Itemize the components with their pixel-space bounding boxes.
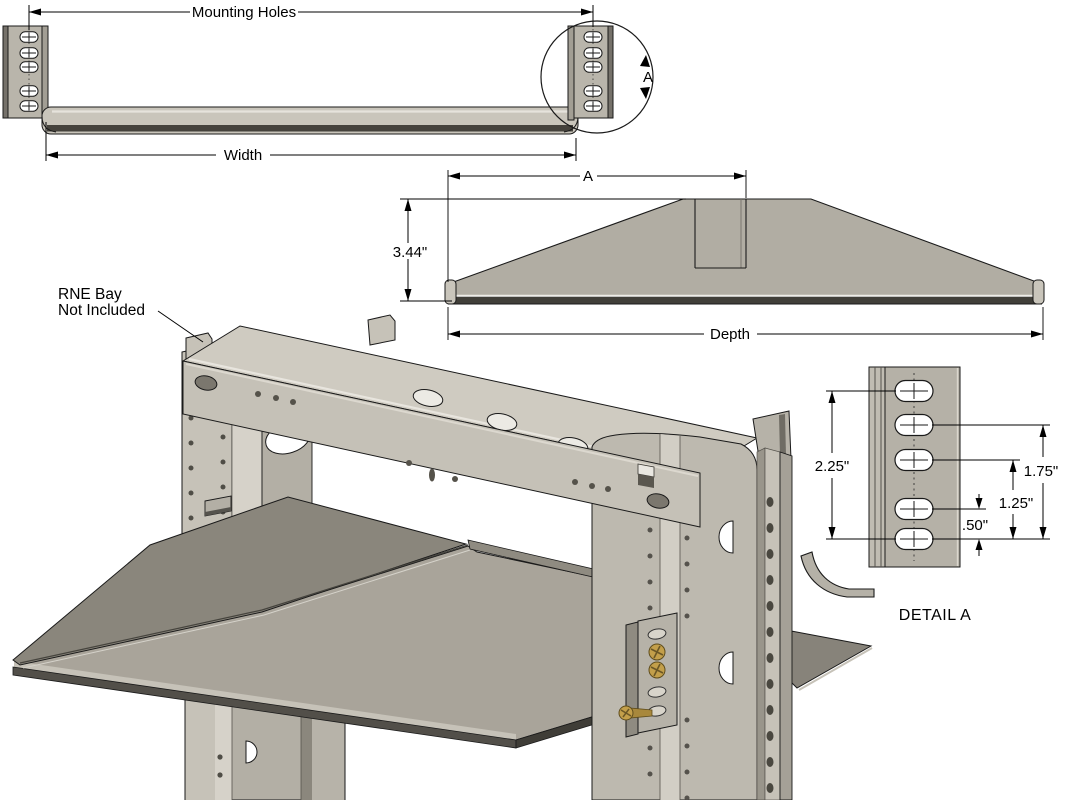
detail-extension-lines xyxy=(826,390,1050,540)
rail-front-holes xyxy=(255,391,611,492)
rne-leader-line xyxy=(157,310,204,343)
shelf-3d xyxy=(12,496,629,749)
profile-height-label: 3.44" xyxy=(393,244,428,261)
mounting-screw xyxy=(648,643,666,661)
detail-callout: A xyxy=(540,20,654,134)
detail-shelf-flange-curve xyxy=(800,551,875,598)
detail-a-bracket xyxy=(868,366,961,568)
left-post-holes xyxy=(188,409,226,521)
profile-a-label: A xyxy=(583,168,593,185)
profile-view: A 3.44" Depth xyxy=(393,168,1045,343)
detail-dim-1-75: 1.75" xyxy=(1024,425,1059,539)
arrowhead xyxy=(1039,425,1047,437)
rne-note: RNE Bay Not Included xyxy=(58,286,204,343)
loose-screw xyxy=(618,705,653,721)
profile-rear-lip xyxy=(1032,279,1045,305)
detail-dim-2-25: 2.25" xyxy=(815,391,850,539)
shelf-front-edge xyxy=(41,106,579,135)
arrowhead xyxy=(564,151,576,159)
arrowhead xyxy=(640,55,650,67)
left-ear-slots xyxy=(19,31,39,112)
detail-dim-1-75-label: 1.75" xyxy=(1024,463,1059,480)
profile-height-dimension: 3.44" xyxy=(393,198,686,302)
detail-callout-circle xyxy=(540,20,654,134)
profile-depth-dimension: Depth xyxy=(447,307,1044,343)
detail-dim-0-50: .50" xyxy=(962,494,988,556)
mounting-screw xyxy=(648,661,666,679)
arrowhead xyxy=(448,172,460,180)
front-view: Mounting Holes Width A xyxy=(2,4,654,164)
bracket-slot xyxy=(647,686,667,698)
arrowhead xyxy=(734,172,746,180)
rack-rail-holes xyxy=(766,497,774,793)
rail-mount-tab xyxy=(367,314,396,346)
arrowhead xyxy=(975,539,983,550)
arrowhead xyxy=(640,87,650,99)
arrowhead xyxy=(1031,330,1043,338)
arrowhead xyxy=(828,527,836,539)
right-ear-slots xyxy=(583,31,603,112)
profile-front-lip xyxy=(444,279,457,305)
width-dimension: Width xyxy=(45,122,577,164)
detail-dim-0-50-label: .50" xyxy=(962,517,988,534)
rack-top-rail xyxy=(182,360,701,528)
right-post-holes xyxy=(647,527,690,800)
right-mounting-ear xyxy=(567,25,614,121)
arrowhead xyxy=(581,8,593,16)
arrowhead xyxy=(1009,527,1017,539)
rne-note-line1: RNE Bay xyxy=(58,286,122,303)
profile-a-dimension: A xyxy=(447,168,747,282)
profile-body xyxy=(447,198,1043,297)
arrowhead xyxy=(975,498,983,509)
arrowhead xyxy=(448,330,460,338)
width-label: Width xyxy=(224,147,262,164)
detail-dim-2-25-label: 2.25" xyxy=(815,458,850,475)
iso-view: RNE Bay Not Included xyxy=(12,286,873,800)
arrowhead xyxy=(46,151,58,159)
bracket-slot xyxy=(647,628,667,640)
detail-a-view: 2.25" 1.75" 1.25" .50" DETAIL A xyxy=(800,366,1059,624)
profile-depth-label: Depth xyxy=(710,326,750,343)
shelf-left-wing xyxy=(12,496,468,666)
rail-hole xyxy=(646,493,670,509)
rne-note-line2: Not Included xyxy=(58,302,145,319)
shelf-mounting-bracket xyxy=(618,612,678,738)
rail-top-holes xyxy=(412,389,589,455)
cable-cutout xyxy=(718,520,734,554)
detail-a-title: DETAIL A xyxy=(899,607,971,624)
arrowhead xyxy=(404,199,412,211)
mounting-holes-label: Mounting Holes xyxy=(192,4,296,21)
left-mounting-ear xyxy=(2,25,49,121)
shelf-front-margin xyxy=(14,661,516,741)
detail-dim-1-25-label: 1.25" xyxy=(999,495,1034,512)
cable-cutout xyxy=(718,651,734,685)
cable-notch xyxy=(245,740,258,764)
arrowhead xyxy=(404,289,412,301)
profile-center-slot xyxy=(694,199,747,269)
detail-dim-1-25: 1.25" xyxy=(999,460,1034,539)
arrowhead xyxy=(1009,460,1017,472)
detail-callout-label: A xyxy=(643,69,653,86)
profile-underside xyxy=(452,297,1038,304)
arrowhead xyxy=(29,8,41,16)
rail-hole xyxy=(194,375,218,391)
arrowhead xyxy=(1039,527,1047,539)
detail-slots xyxy=(894,379,934,551)
mounting-holes-dimension: Mounting Holes xyxy=(28,4,594,30)
arrowhead xyxy=(828,391,836,403)
